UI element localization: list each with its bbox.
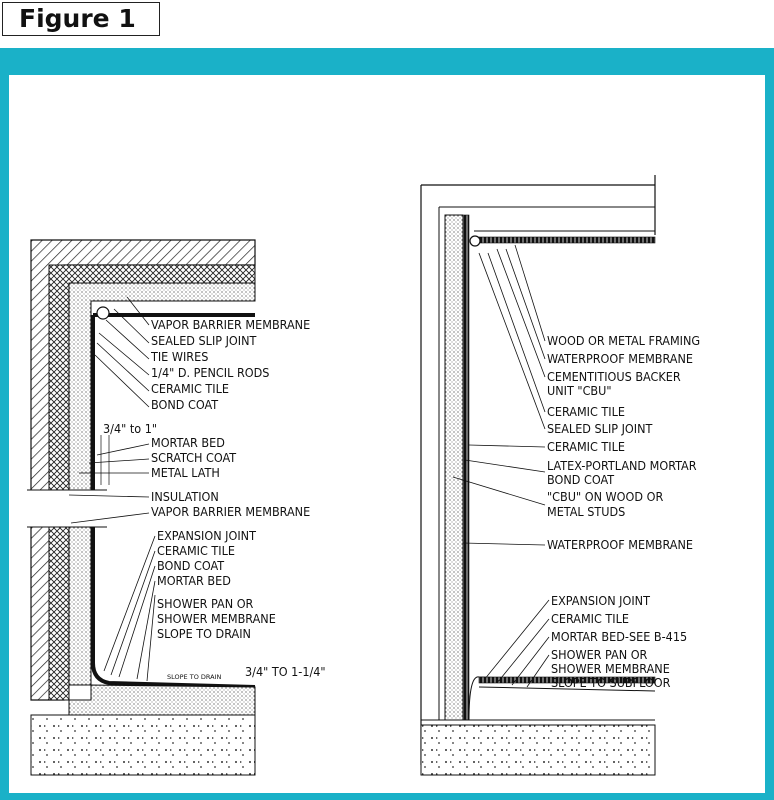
section-drawings: SLOPE TO DRAIN VAPOR BARRIER MEMBRANE SE… — [27, 175, 700, 776]
right-label-17: SHOWER MEMBRANE — [551, 661, 670, 676]
right-label-18: SLOPE TO SUBFLOOR — [551, 675, 671, 690]
right-labels: WOOD OR METAL FRAMING WATERPROOF MEMBRAN… — [547, 333, 700, 690]
right-label-6: SEALED SLIP JOINT — [547, 421, 652, 436]
right-label-15: MORTAR BED-SEE B-415 — [551, 629, 687, 644]
left-label-3: TIE WIRES — [150, 349, 208, 364]
right-leaders — [452, 244, 550, 688]
right-label-13: EXPANSION JOINT — [551, 593, 650, 608]
left-leaders — [68, 296, 156, 682]
right-label-12: WATERPROOF MEMBRANE — [547, 537, 693, 552]
left-label-14: BOND COAT — [157, 558, 224, 573]
left-label-1: VAPOR BARRIER MEMBRANE — [151, 317, 310, 332]
right-label-14: CERAMIC TILE — [551, 611, 629, 626]
right-label-11: METAL STUDS — [547, 504, 625, 519]
right-label-10: "CBU" ON WOOD OR — [547, 489, 663, 504]
right-label-2: WATERPROOF MEMBRANE — [547, 351, 693, 366]
left-section-detail: SLOPE TO DRAIN — [27, 239, 256, 776]
figure-label: Figure 1 — [2, 2, 160, 36]
right-label-9: BOND COAT — [547, 472, 614, 487]
right-label-4: UNIT "CBU" — [547, 383, 612, 398]
right-label-1: WOOD OR METAL FRAMING — [547, 333, 700, 348]
left-label-15: MORTAR BED — [157, 573, 231, 588]
left-label-13: CERAMIC TILE — [157, 543, 235, 558]
right-label-3: CEMENTITIOUS BACKER — [547, 369, 681, 384]
left-label-6: BOND COAT — [151, 397, 218, 412]
right-label-16: SHOWER PAN OR — [551, 647, 648, 662]
left-label-4: 1/4" D. PENCIL RODS — [151, 365, 269, 380]
left-label-10: INSULATION — [151, 489, 219, 504]
left-label-18: SLOPE TO DRAIN — [157, 626, 251, 641]
left-dimension-label: 3/4" to 1" — [103, 421, 157, 436]
right-section-detail — [420, 175, 656, 776]
right-label-7: CERAMIC TILE — [547, 439, 625, 454]
right-label-5: CERAMIC TILE — [547, 404, 625, 419]
left-label-11: VAPOR BARRIER MEMBRANE — [151, 504, 310, 519]
left-dimension-floor: 3/4" TO 1-1/4" — [245, 664, 326, 679]
left-labels: VAPOR BARRIER MEMBRANE SEALED SLIP JOINT… — [103, 317, 326, 679]
left-label-16: SHOWER PAN OR — [157, 596, 254, 611]
left-label-7: MORTAR BED — [151, 435, 225, 450]
figure-frame: SLOPE TO DRAIN VAPOR BARRIER MEMBRANE SE… — [0, 48, 774, 800]
slope-note-left: SLOPE TO DRAIN — [167, 673, 221, 681]
left-label-2: SEALED SLIP JOINT — [151, 333, 256, 348]
left-label-8: SCRATCH COAT — [151, 450, 236, 465]
left-label-5: CERAMIC TILE — [151, 381, 229, 396]
left-label-9: METAL LATH — [151, 465, 220, 480]
right-label-8: LATEX-PORTLAND MORTAR — [547, 458, 697, 473]
left-label-17: SHOWER MEMBRANE — [157, 611, 276, 626]
drawing-panel: SLOPE TO DRAIN VAPOR BARRIER MEMBRANE SE… — [9, 75, 765, 793]
left-label-12: EXPANSION JOINT — [157, 528, 256, 543]
